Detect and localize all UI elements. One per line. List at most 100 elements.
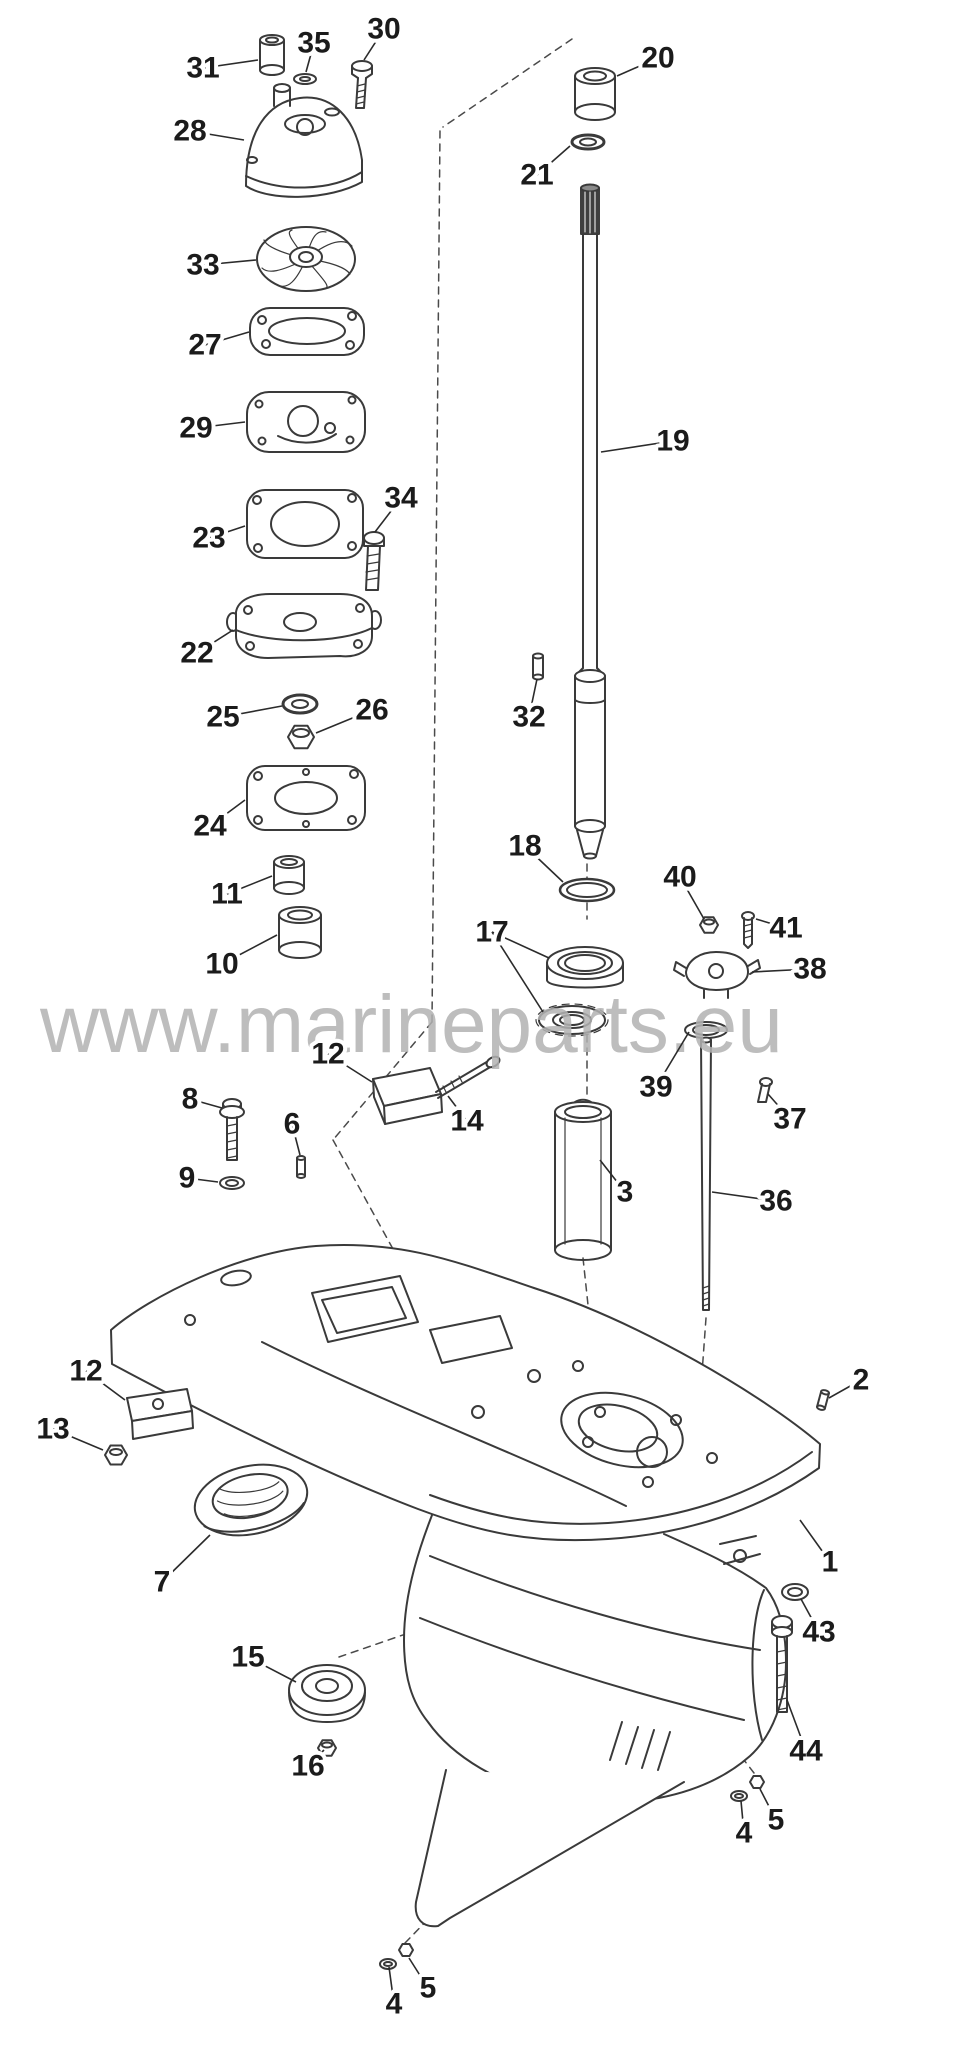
part-24-gasket [246,765,366,831]
callout-label-30: 30 [367,13,400,46]
callout-label-31: 31 [186,52,219,85]
part-41-screw [741,911,755,949]
leader-line-8 [189,1098,223,1109]
callout-label-12: 12 [69,1355,102,1388]
leader-line-27 [204,331,250,346]
callout-label-43: 43 [802,1616,835,1649]
callout-label-32: 32 [512,701,545,734]
leader-line-19 [600,440,674,453]
part-10-sleeve [278,906,322,959]
leader-line-16 [307,1749,325,1767]
leader-line-21 [536,145,571,176]
callout-label-5: 5 [420,1972,437,2005]
callout-label-27: 27 [188,329,221,362]
callout-label-6: 6 [284,1108,301,1141]
part-19-driveshaft [574,183,606,860]
part-11-bushing [273,855,305,895]
leader-line-37 [767,1093,791,1120]
leader-line-36 [711,1191,777,1202]
part-6-pin [296,1155,306,1179]
callout-label-37: 37 [773,1103,806,1136]
leader-line-12 [327,1053,373,1083]
leader-line-32 [528,678,538,718]
part-22-pump-base-plate [226,593,382,659]
part-15-bearing-carrier [288,1664,366,1723]
callout-label-35: 35 [297,27,330,60]
part-23-gasket [246,489,364,559]
part-35-washer [293,73,317,85]
callout-label-16: 16 [291,1750,324,1783]
part-1-gearcase-housing [110,1243,821,1928]
leader-line-35 [305,42,315,73]
leader-line-15 [247,1656,297,1683]
callout-label-7: 7 [154,1566,171,1599]
part-13-nut [104,1444,128,1466]
part-20-bushing [574,67,616,121]
leader-line-13 [52,1428,104,1451]
part-12-anode [372,1067,443,1125]
callout-label-40: 40 [663,861,696,894]
leader-line-14 [447,1095,468,1122]
leader-line-34 [374,497,402,533]
part-34-bolt [363,531,385,591]
part-43-washer [781,1583,809,1601]
leader-line-44 [786,1699,807,1752]
leader-line-2 [828,1379,862,1399]
callout-label-28: 28 [173,115,206,148]
callout-label-36: 36 [759,1185,792,1218]
leader-line-39 [655,1031,690,1088]
leader-line-43 [800,1598,820,1633]
leader-line-10 [221,934,278,965]
leader-line-1 [799,1519,831,1563]
callout-label-29: 29 [179,412,212,445]
leader-line-28 [189,130,245,141]
callout-label-21: 21 [520,159,553,192]
leader-line-22 [196,629,234,654]
callout-label-1: 1 [822,1546,839,1579]
callout-label-18: 18 [508,830,541,863]
callout-label-10: 10 [205,948,238,981]
callout-label-9: 9 [179,1162,196,1195]
callout-label-15: 15 [231,1641,264,1674]
callout-label-24: 24 [193,810,227,843]
callout-label-19: 19 [656,425,689,458]
leader-line-6 [291,1123,301,1156]
leader-line-33 [202,259,257,266]
part-27-gasket [249,307,365,356]
leader-line-31 [202,59,259,69]
part-4-washer [730,1790,748,1802]
callout-label-13: 13 [36,1413,69,1446]
part-30-bolt [351,60,373,109]
part-5-nut [749,1775,765,1789]
callout-label-20: 20 [641,42,674,75]
leader-line-29 [195,421,246,429]
part-3-driveshaft-sleeve-tube [554,1098,612,1261]
callout-label-44: 44 [789,1735,823,1768]
callout-label-5: 5 [768,1804,785,1837]
callout-label-41: 41 [769,912,802,945]
part-14-anode-bolt [435,1055,501,1099]
callout-label-25: 25 [206,701,239,734]
part-9-washer [219,1176,245,1190]
leader-line-26 [315,709,373,734]
part-26-nut [287,724,315,750]
part-8-bolt [219,1098,245,1161]
leader-line-38 [751,968,811,973]
leader-line-5 [408,1957,429,1989]
part-38-shift-rod-cover [673,951,761,999]
callout-label-4: 4 [736,1817,753,1850]
leader-line-23 [208,525,246,539]
part-29-plate [246,391,366,453]
leader-line-20 [616,57,659,77]
callout-label-8: 8 [182,1083,199,1116]
part-39-gasket [684,1021,728,1039]
leader-line-5 [759,1788,777,1821]
callout-label-38: 38 [793,953,826,986]
leader-line-41 [755,918,787,929]
leader-line-11 [226,875,273,895]
callout-label-17: 17 [475,916,508,949]
callout-label-22: 22 [180,637,213,670]
leader-line-17 [491,931,550,959]
